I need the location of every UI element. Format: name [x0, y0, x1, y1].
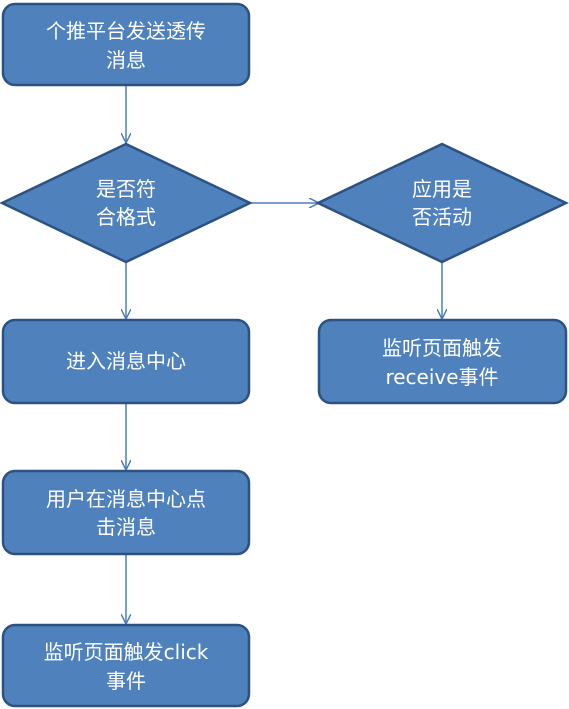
node-decision-active-line-2: 否活动	[412, 205, 472, 229]
node-click-event-line-2: 事件	[106, 669, 146, 693]
node-start-line-2: 消息	[106, 48, 146, 72]
node-receive-event-line-1: 监听页面触发	[382, 336, 502, 360]
node-decision-valid: 是否符 合格式	[0, 142, 253, 264]
node-receive-event-line-2: receive事件	[385, 365, 498, 389]
node-enter-center-line-1: 进入消息中心	[66, 349, 186, 373]
node-start: 个推平台发送透传 消息	[1, 2, 251, 87]
node-decision-valid-line-2: 合格式	[96, 205, 156, 229]
node-decision-active-line-1: 应用是	[412, 177, 472, 201]
connectors	[126, 85, 442, 623]
node-start-line-1: 个推平台发送透传	[46, 19, 206, 43]
node-click-event-line-1: 监听页面触发click	[44, 640, 209, 664]
node-user-click-line-1: 用户在消息中心点	[46, 487, 206, 511]
node-decision-active: 应用是 否活动	[315, 142, 569, 264]
node-user-click-line-2: 击消息	[96, 515, 156, 539]
node-enter-center: 进入消息中心	[1, 318, 251, 405]
node-receive-event: 监听页面触发 receive事件	[317, 318, 568, 405]
node-click-event: 监听页面触发click 事件	[1, 623, 251, 708]
node-user-click: 用户在消息中心点 击消息	[1, 469, 251, 556]
node-decision-valid-line-1: 是否符	[96, 177, 156, 201]
